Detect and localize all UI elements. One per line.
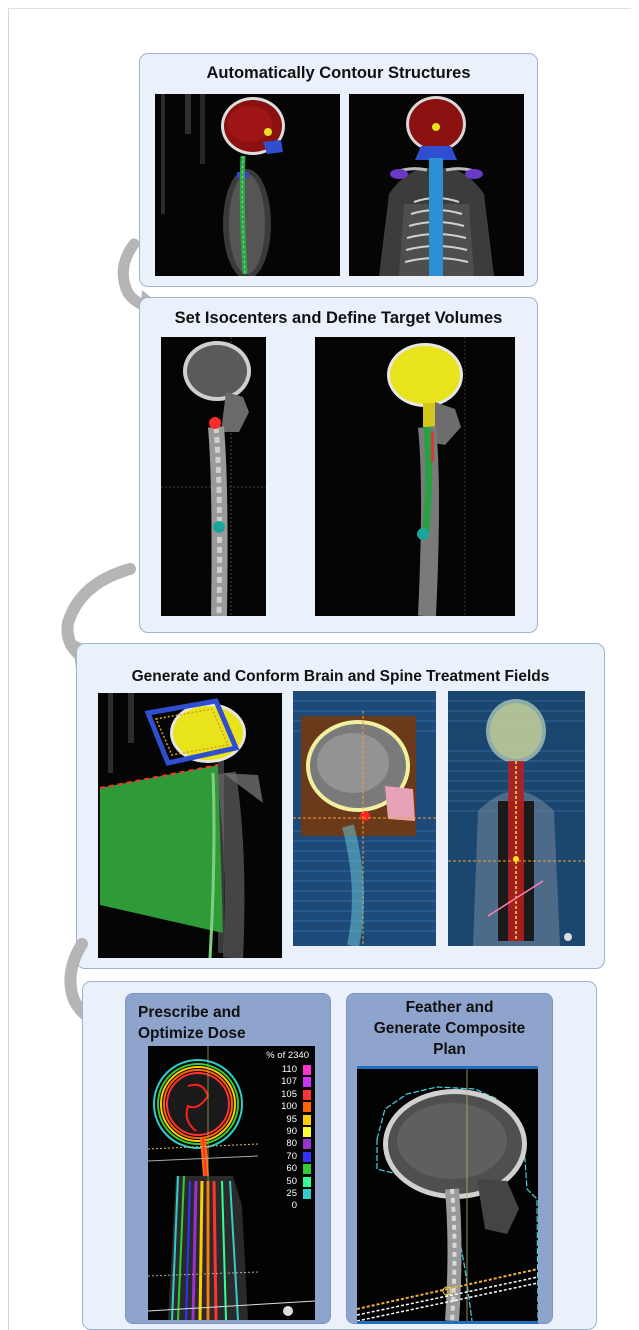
- prescribe-dose-panel: Prescribe and Optimize Dose: [125, 993, 331, 1324]
- dose-legend-row: 70: [255, 1151, 315, 1163]
- dose-legend-swatch: [303, 1177, 311, 1187]
- dose-legend-value: 70: [267, 1151, 297, 1163]
- ct-lateral-contour-image: [155, 94, 340, 276]
- dose-legend-row: 110: [255, 1064, 315, 1076]
- dose-legend-title: % of 2340: [266, 1050, 309, 1061]
- dose-legend-value: 105: [267, 1089, 297, 1101]
- dose-legend-row: 100: [255, 1101, 315, 1113]
- composite-plan-panel: Feather and Generate Composite Plan: [346, 993, 553, 1324]
- dose-legend-row: 105: [255, 1089, 315, 1101]
- prescribe-title-line-2: Optimize Dose: [138, 1023, 330, 1044]
- dose-legend-value: 60: [267, 1163, 297, 1175]
- dose-legend-swatch: [303, 1077, 311, 1087]
- prescribe-dose-title: Prescribe and Optimize Dose: [138, 1002, 330, 1044]
- dose-legend-row: 25: [255, 1188, 315, 1200]
- composite-plan-title: Feather and Generate Composite Plan: [347, 997, 552, 1060]
- dose-legend-row: 107: [255, 1076, 315, 1088]
- dose-legend-swatch: [303, 1164, 311, 1174]
- dose-legend-swatch: [303, 1152, 311, 1162]
- dose-legend-value: 110: [267, 1064, 297, 1076]
- dose-legend-row: 0: [255, 1200, 315, 1212]
- step-2-panel: Set Isocenters and Define Target Volumes: [139, 297, 538, 633]
- prescribe-title-line-1: Prescribe and: [138, 1002, 330, 1023]
- composite-title-line-2: Generate Composite: [347, 1018, 552, 1039]
- dose-legend-swatch: [303, 1127, 311, 1137]
- step-3-panel: Generate and Conform Brain and Spine Tre…: [76, 643, 605, 969]
- step-4-panel: Prescribe and Optimize Dose: [82, 981, 597, 1330]
- dose-legend-swatch: [303, 1139, 311, 1149]
- dose-legend-swatch: [303, 1115, 311, 1125]
- target-volume-ct-image: [315, 337, 515, 616]
- dose-legend-value: 90: [267, 1126, 297, 1138]
- composite-title-line-3: Plan: [347, 1039, 552, 1060]
- dose-legend-value: 25: [267, 1188, 297, 1200]
- step-3-title: Generate and Conform Brain and Spine Tre…: [77, 668, 604, 686]
- dose-legend-value: 0: [267, 1200, 297, 1212]
- lateral-treatment-fields-image: [98, 693, 282, 958]
- spine-field-mlc-image: [448, 691, 585, 946]
- step-1-panel: Automatically Contour Structures: [139, 53, 538, 287]
- dose-legend-row: 60: [255, 1163, 315, 1175]
- composite-title-line-1: Feather and: [347, 997, 552, 1018]
- dose-legend-value: 95: [267, 1114, 297, 1126]
- dose-legend-value: 107: [267, 1076, 297, 1088]
- dose-legend-row: 50: [255, 1176, 315, 1188]
- composite-plan-image: [357, 1066, 538, 1324]
- dose-legend-row: 90: [255, 1126, 315, 1138]
- isocenter-ct-image: [161, 337, 266, 616]
- step-2-title: Set Isocenters and Define Target Volumes: [140, 309, 537, 328]
- dose-legend-value: 50: [267, 1176, 297, 1188]
- dose-legend-swatch: [303, 1090, 311, 1100]
- dose-legend-value: 100: [267, 1101, 297, 1113]
- brain-field-mlc-image: [293, 691, 436, 946]
- dose-legend-swatch: [303, 1189, 311, 1199]
- ct-coronal-contour-image: [349, 94, 524, 276]
- dose-legend-swatch: [303, 1102, 311, 1112]
- step-1-title: Automatically Contour Structures: [140, 64, 537, 83]
- dose-legend-swatch: [303, 1065, 311, 1075]
- dose-legend-row: 80: [255, 1138, 315, 1150]
- dose-legend-value: 80: [267, 1138, 297, 1150]
- dose-legend-row: 95: [255, 1114, 315, 1126]
